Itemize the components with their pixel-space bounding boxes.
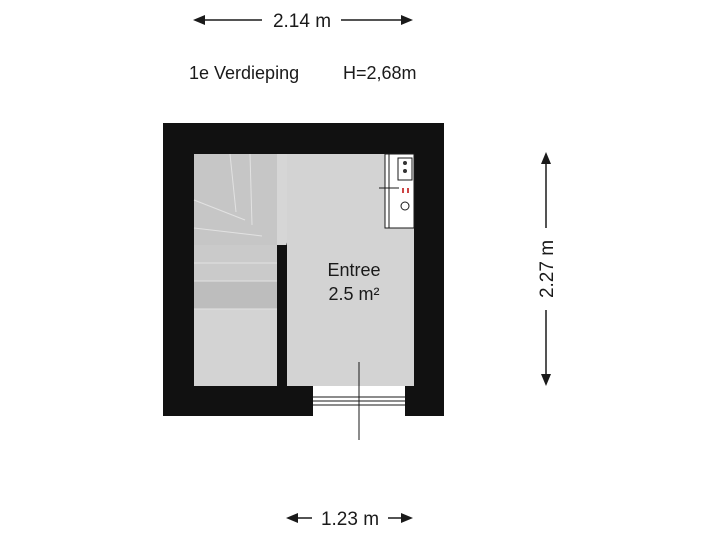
- floor-height: H=2,68m: [343, 63, 417, 83]
- room-entree: [287, 228, 414, 386]
- dimension-right-label: 2.27 m: [537, 240, 558, 298]
- partition-wall: [277, 245, 287, 386]
- exterior-walls: [163, 123, 444, 416]
- dimension-right: 2.27 m: [537, 152, 558, 386]
- floor-name: 1e Verdieping: [189, 63, 299, 83]
- dimension-top-label: 2.14 m: [273, 11, 331, 32]
- room-name: Entree: [327, 260, 380, 280]
- entrance-door: [313, 362, 405, 440]
- dimension-bottom: 1.23 m: [286, 509, 413, 530]
- dimension-top: 2.14 m: [193, 11, 413, 32]
- dimension-bottom-label: 1.23 m: [321, 509, 379, 530]
- room-area: 2.5 m²: [328, 284, 379, 304]
- meter-cabinet: [379, 153, 415, 229]
- meter-icon: [400, 201, 410, 211]
